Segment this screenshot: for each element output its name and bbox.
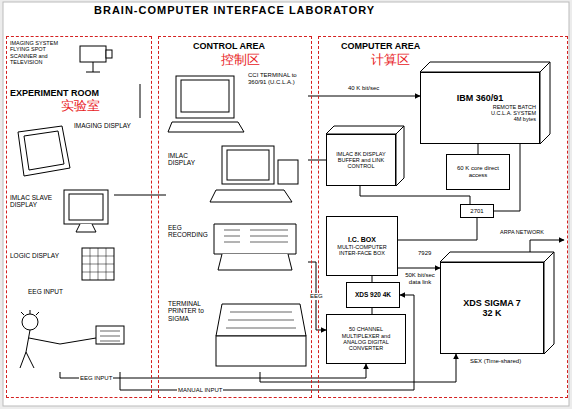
terminal-monitor bbox=[176, 76, 234, 118]
unit-number: 7929 bbox=[418, 250, 431, 257]
node-label: IMLAC SLAVE DISPLAY bbox=[10, 194, 60, 209]
node-sublabel: REMOTE BATCH U.C.L.A. SYSTEM 4M bytes bbox=[482, 104, 536, 123]
node-sublabel: MULTI-COMPUTER INTER-FACE BOX bbox=[330, 244, 394, 257]
node-label: IBM 360/91 bbox=[424, 93, 536, 103]
node-label: I.C. BOX bbox=[330, 236, 394, 244]
connector-label: 50K bit/sec data link bbox=[402, 272, 438, 286]
connector bbox=[478, 144, 479, 154]
core-memory-box: 60 K core direct access bbox=[446, 154, 510, 190]
node-label: IMAGING SYSTEM FLYING SPOT SCANNER and T… bbox=[10, 40, 74, 65]
cabinet-face bbox=[420, 62, 550, 72]
electrode-wires bbox=[21, 310, 39, 315]
display-keyboard bbox=[210, 190, 292, 202]
connector bbox=[308, 262, 326, 330]
xds-920-box: XDS 920 4K bbox=[346, 282, 400, 308]
eeg-recorder-device: EEG RECORDING bbox=[166, 214, 308, 276]
node-label: EEG INPUT bbox=[28, 288, 88, 295]
connector-label: 40 K bit/sec bbox=[347, 85, 380, 92]
terminal-keyboard bbox=[168, 122, 244, 132]
connector bbox=[398, 218, 477, 240]
printer-body bbox=[216, 336, 306, 366]
slave-display-device: IMLAC SLAVE DISPLAY bbox=[10, 184, 114, 238]
monitor-housing bbox=[64, 190, 108, 224]
camera-stand bbox=[86, 62, 100, 72]
keypad bbox=[96, 326, 124, 344]
subject-head bbox=[22, 314, 38, 330]
recorder-body bbox=[214, 224, 296, 254]
node-label: IMLAC DISPLAY bbox=[168, 152, 212, 167]
node-label: CONTROL AREA bbox=[193, 41, 265, 51]
eeg-input-subject: EEG INPUT bbox=[10, 286, 146, 372]
display-unit bbox=[278, 160, 298, 184]
ibm-360-box: IBM 360/91REMOTE BATCH U.C.L.A. SYSTEM 4… bbox=[420, 72, 540, 144]
imlac-display-device: IMLAC DISPLAY bbox=[166, 142, 308, 206]
network-arrow bbox=[530, 240, 564, 252]
cabinet-face bbox=[544, 252, 554, 354]
display-screen bbox=[227, 150, 269, 180]
connector bbox=[308, 160, 326, 161]
connector-label: EEG bbox=[309, 293, 324, 300]
node-label: 2701 bbox=[464, 208, 490, 215]
cabinet-face bbox=[540, 62, 550, 144]
node-label: LOGIC DISPLAY bbox=[10, 252, 70, 259]
terminal-screen bbox=[181, 80, 229, 112]
monitor-base bbox=[76, 224, 96, 232]
node-label: TERMINAL PRINTER to SIGMA bbox=[168, 300, 218, 322]
connector bbox=[120, 295, 414, 390]
node-label: COMPUTER AREA bbox=[341, 41, 420, 51]
imaging-system-device: IMAGING SYSTEM FLYING SPOT SCANNER and T… bbox=[10, 40, 146, 84]
experiment-room-area: EXPERIMENT ROOM实验室 IMAGING SYSTEM FLYING … bbox=[6, 36, 152, 398]
connector-label: EEG INPUT bbox=[79, 375, 113, 382]
logic-display-device: LOGIC DISPLAY bbox=[10, 244, 122, 284]
connector bbox=[308, 96, 420, 97]
camera-body bbox=[80, 46, 106, 62]
cabinet-face bbox=[440, 252, 554, 262]
node-label: EEG RECORDING bbox=[168, 224, 212, 239]
node-label: IMLAC 8K DISPLAY BUFFER and LINK CONTROL bbox=[330, 151, 392, 170]
display-buffer-box: IMLAC 8K DISPLAY BUFFER and LINK CONTROL bbox=[326, 134, 396, 186]
control-area: CONTROL AREA 控制区 CCI TERMINAL to 360/91 (U… bbox=[158, 36, 312, 398]
paper-ground bbox=[3, 2, 569, 406]
monitor-screen bbox=[24, 131, 64, 170]
subject-body bbox=[20, 330, 96, 368]
node-label: XDS 920 4K bbox=[350, 291, 396, 298]
unit-2701-box: 2701 bbox=[460, 204, 494, 218]
connector bbox=[398, 268, 440, 269]
multiplexer-box: 50 CHANNEL MULTIPLEXER and ANALOG DIGITA… bbox=[326, 314, 406, 364]
xds-sigma-7-box: XDS SIGMA 7 32 K bbox=[440, 262, 544, 354]
node-label: CCI TERMINAL to 360/91 (U.C.L.A.) bbox=[248, 72, 306, 86]
keypad-keys bbox=[100, 331, 120, 341]
recorder-paper bbox=[218, 254, 292, 270]
display-monitor bbox=[222, 146, 274, 184]
cci-terminal-device: CCI TERMINAL to 360/91 (U.C.L.A.) bbox=[166, 70, 308, 136]
monitor-housing bbox=[18, 126, 70, 176]
network-label: ARPA NETWORK bbox=[500, 229, 544, 235]
node-sublabel: 实验室 bbox=[61, 99, 100, 114]
connector-label: MANUAL INPUT bbox=[177, 387, 223, 394]
terminal-printer-device: TERMINAL PRINTER to SIGMA bbox=[166, 292, 308, 372]
printer-top bbox=[216, 304, 306, 336]
node-sublabel: 计算区 bbox=[371, 53, 410, 68]
printer-keys bbox=[226, 312, 296, 328]
cabinet-face bbox=[396, 126, 404, 186]
node-label: IMAGING DISPLAY bbox=[74, 122, 140, 129]
connector bbox=[140, 84, 141, 118]
node-label: XDS SIGMA 7 32 K bbox=[460, 298, 524, 319]
recorder-keys bbox=[224, 230, 288, 242]
cabinet-face bbox=[326, 126, 404, 134]
camera-lens bbox=[106, 50, 112, 58]
logic-grid bbox=[82, 248, 114, 280]
node-label: 50 CHANNEL MULTIPLEXER and ANALOG DIGITA… bbox=[330, 326, 402, 351]
logic-panel bbox=[82, 248, 114, 280]
system-note: SEX (Time-shared) bbox=[470, 358, 521, 365]
node-label: EXPERIMENT ROOM bbox=[10, 88, 99, 98]
interface-box: I.C. BOXMULTI-COMPUTER INTER-FACE BOX bbox=[326, 216, 398, 276]
node-label: 60 K core direct access bbox=[450, 165, 506, 179]
imaging-display-device: IMAGING DISPLAY bbox=[14, 118, 144, 176]
monitor-screen bbox=[69, 194, 103, 220]
node-sublabel: 控制区 bbox=[221, 53, 260, 68]
diagram-title: BRAIN-COMPUTER INTERFACE LABORATORY bbox=[94, 4, 375, 17]
